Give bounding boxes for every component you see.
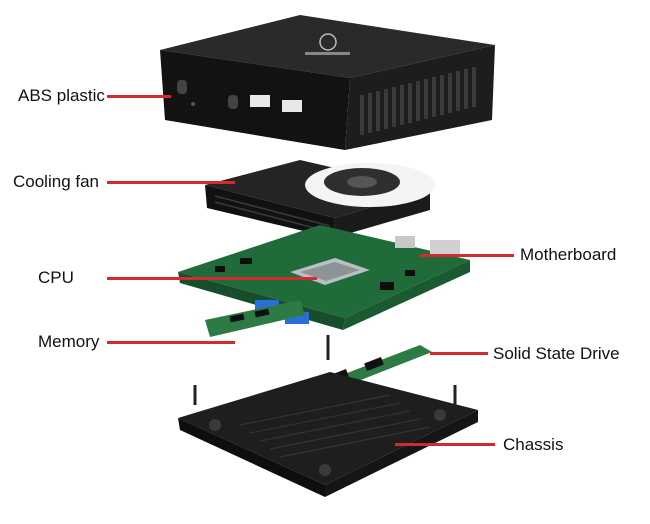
leader-chassis bbox=[395, 443, 495, 446]
label-abs-plastic: ABS plastic bbox=[18, 86, 105, 105]
memory-module bbox=[205, 300, 305, 337]
label-cooling-fan: Cooling fan bbox=[13, 172, 100, 191]
leader-memory bbox=[107, 341, 235, 344]
leader-ssd bbox=[430, 352, 488, 355]
label-ssd: Solid State Drive bbox=[493, 344, 620, 363]
leader-motherboard bbox=[420, 254, 514, 257]
leader-cooling-fan bbox=[107, 181, 235, 184]
leader-abs-plastic bbox=[107, 95, 171, 98]
chassis bbox=[178, 372, 478, 497]
leader-cpu bbox=[107, 277, 317, 280]
label-memory: Memory bbox=[38, 332, 100, 351]
label-chassis: Chassis bbox=[503, 435, 564, 454]
cooling-fan bbox=[205, 160, 435, 238]
label-cpu: CPU bbox=[38, 268, 74, 287]
label-motherboard: Motherboard bbox=[520, 245, 617, 264]
top-case bbox=[160, 15, 495, 150]
brand-logo bbox=[305, 33, 350, 55]
